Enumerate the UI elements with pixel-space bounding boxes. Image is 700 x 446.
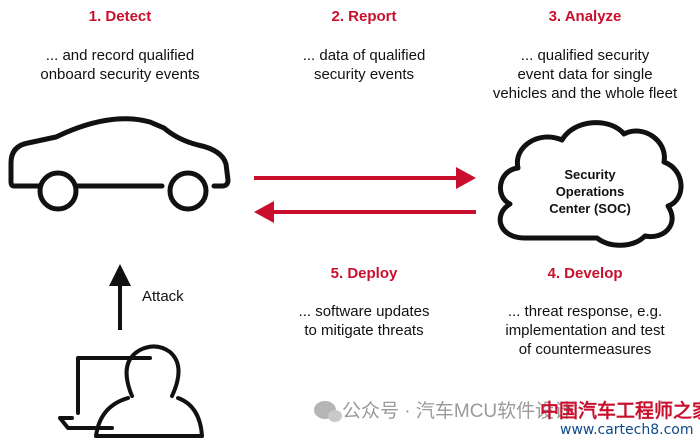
soc-label-line3: Center (SOC)	[549, 201, 631, 216]
soc-label-line2: Operations	[555, 184, 625, 199]
step-analyze-title: 3. Analyze	[548, 8, 622, 25]
step-develop-desc-line1: ... threat response, e.g.	[507, 303, 663, 320]
step-deploy-title: 5. Deploy	[330, 265, 398, 282]
arrow-right-icon	[254, 167, 476, 189]
watermark-url: www.cartech8.com	[560, 422, 694, 438]
watermark-brand: 中国汽车工程师之家	[540, 400, 700, 422]
step-analyze-desc-line3: vehicles and the whole fleet	[492, 85, 678, 102]
step-detect-desc-line1: ... and record qualified	[45, 47, 195, 64]
step-develop-title: 4. Develop	[547, 265, 623, 282]
soc-label-line1: Security	[564, 167, 616, 182]
step-develop-desc-line2: implementation and test	[505, 322, 665, 339]
step-report-desc-line2: security events	[313, 66, 415, 83]
step-detect-desc-line2: onboard security events	[40, 66, 200, 83]
wechat-icon	[314, 400, 342, 422]
step-detect-title: 1. Detect	[88, 8, 152, 25]
watermark-account-text: 公众号 · 汽车MCU软件设计	[342, 401, 574, 422]
cloud-icon	[497, 120, 684, 248]
step-deploy-desc-line1: ... software updates	[298, 303, 430, 320]
step-develop-desc-line3: of countermeasures	[518, 341, 652, 358]
step-report-desc-line1: ... data of qualified	[302, 47, 426, 64]
arrow-left-icon	[254, 201, 476, 223]
step-report-title: 2. Report	[331, 8, 397, 25]
step-analyze-desc-line2: event data for single	[517, 66, 653, 83]
attacker-icon	[58, 344, 204, 438]
arrow-up-icon	[109, 264, 131, 330]
attack-label: Attack	[142, 288, 184, 305]
watermark-account: 公众号 · 汽车MCU软件设计	[314, 396, 573, 423]
car-icon	[8, 116, 231, 212]
step-deploy-desc-line2: to mitigate threats	[304, 322, 424, 339]
step-analyze-desc-line1: ... qualified security	[520, 47, 650, 64]
